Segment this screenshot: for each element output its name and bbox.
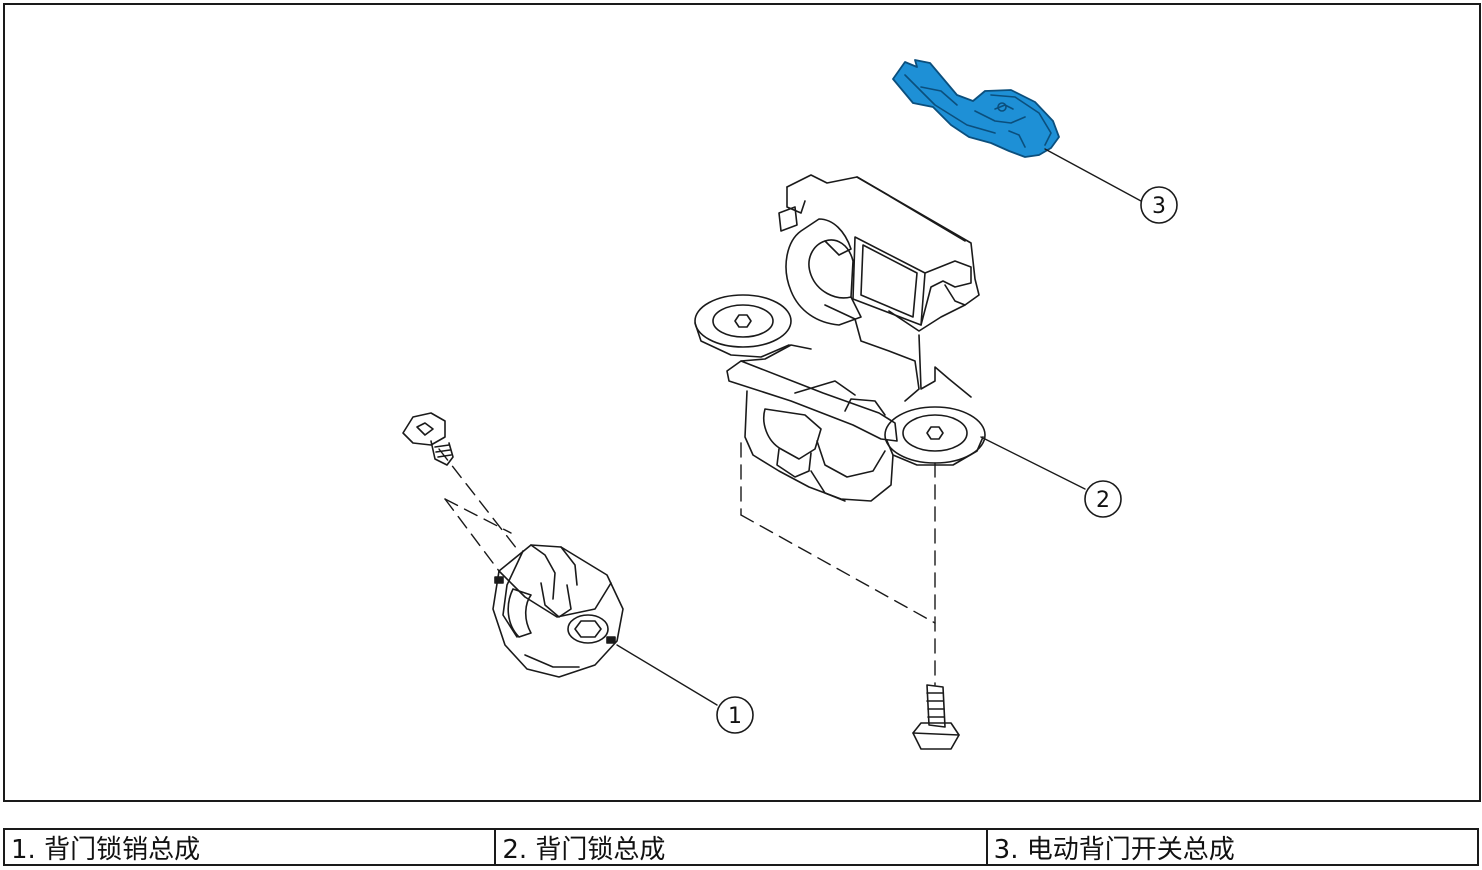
callout-1: 1 — [728, 704, 742, 729]
striker-screw — [402, 412, 454, 466]
legend-item-switch: 3. 电动背门开关总成 — [993, 834, 1235, 865]
striker-assembly — [492, 544, 624, 678]
parts-legend: 1. 背门锁销总成 2. 背门锁总成 3. 电动背门开关总成 — [3, 828, 1479, 866]
leader-lines — [616, 148, 1142, 706]
lock-assembly — [694, 174, 986, 502]
callout-2: 2 — [1096, 488, 1110, 513]
legend-item-striker: 1. 背门锁销总成 — [5, 830, 497, 865]
legend-item-lock: 2. 背门锁总成 — [496, 830, 988, 865]
lock-bolt — [912, 684, 960, 750]
switch-assembly — [892, 59, 1060, 158]
assembly-guides — [438, 442, 936, 686]
exploded-view-drawing: 1 2 3 — [402, 59, 1178, 750]
callout-3: 3 — [1152, 194, 1166, 219]
parts-diagram: 1 2 3 — [3, 3, 1481, 802]
